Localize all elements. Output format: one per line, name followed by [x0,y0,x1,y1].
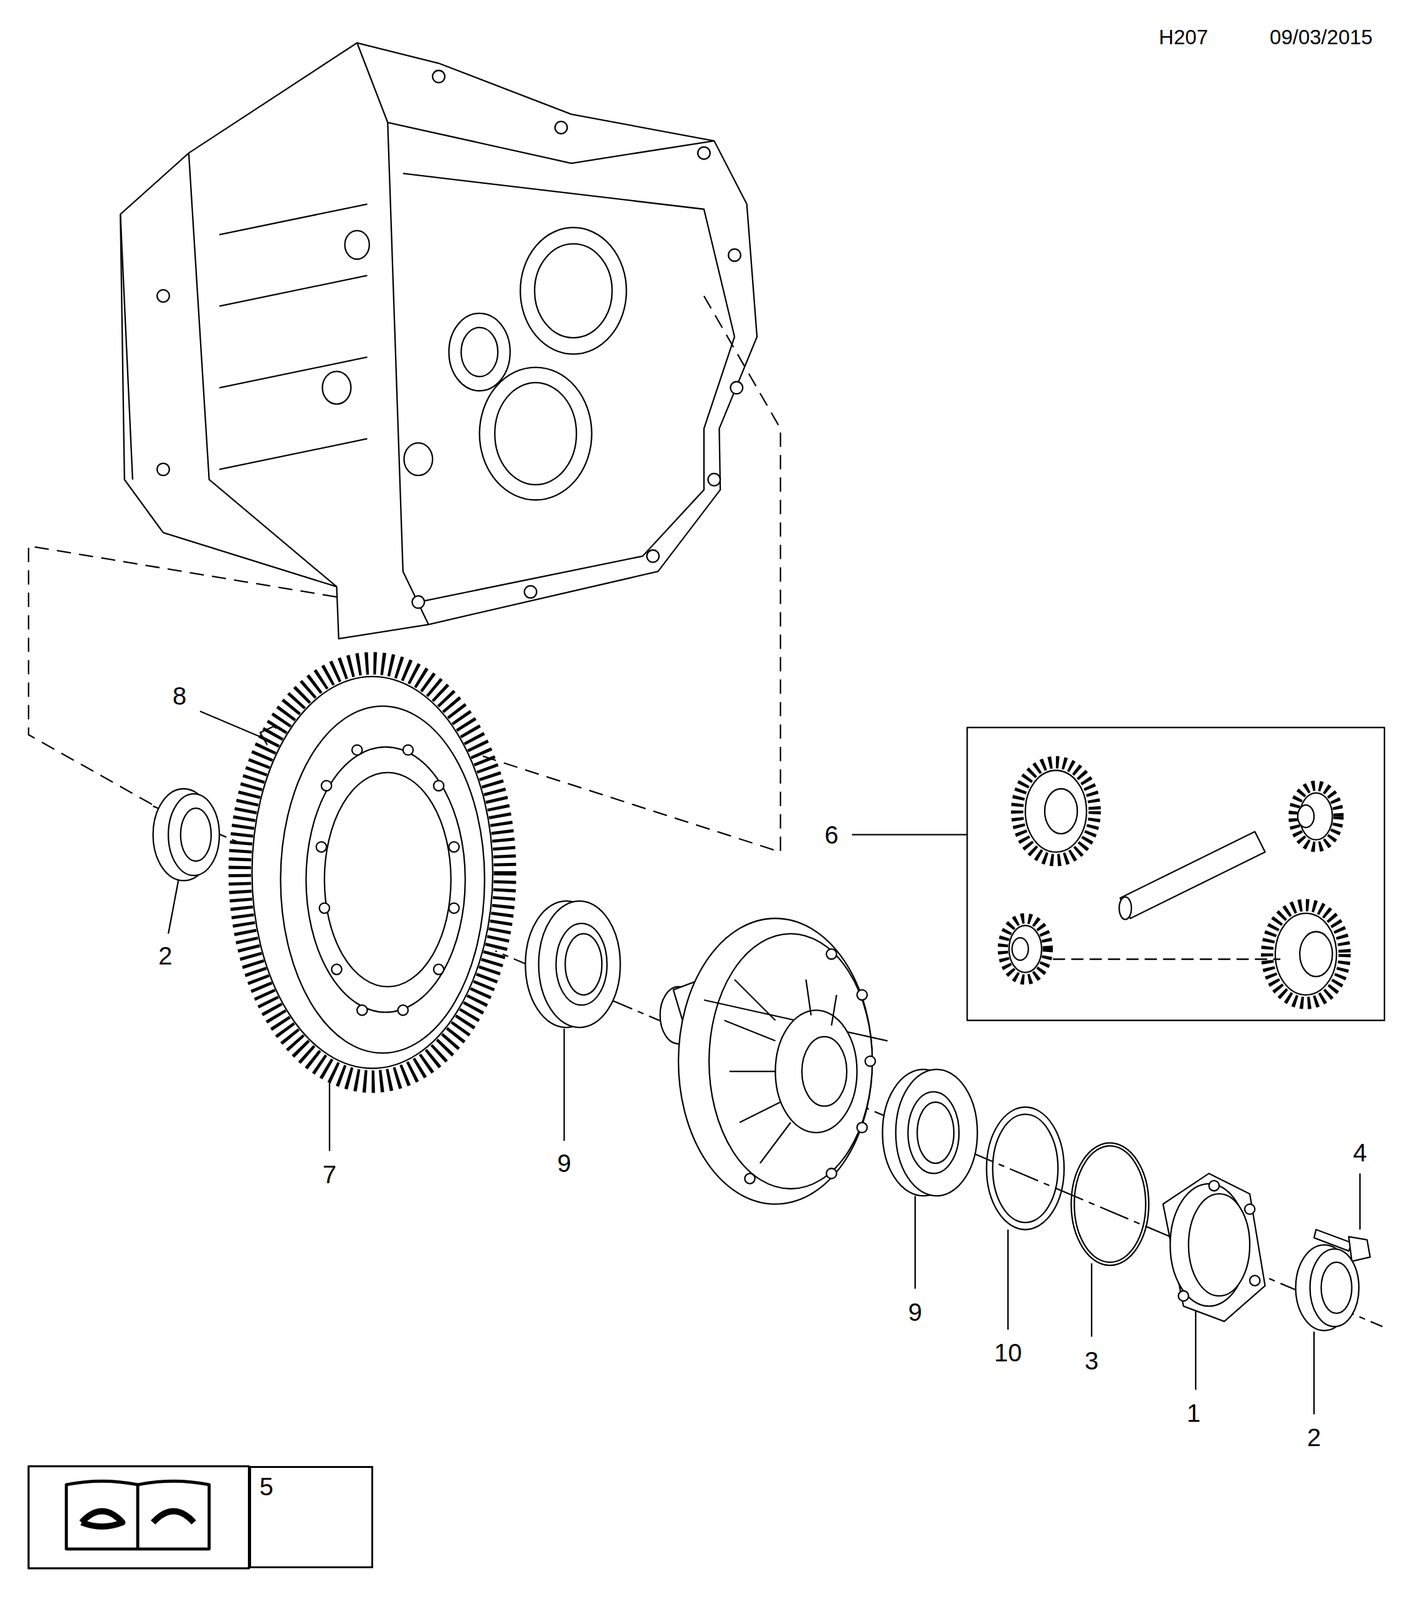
bearing-flange [1163,1173,1266,1321]
callout-number: 5 [251,1467,372,1501]
callout-number: 9 [908,1298,923,1326]
differential-gear-inset [966,727,1385,1021]
callout-number: 6 [824,821,838,849]
ring-gear [239,663,506,1082]
callout-number: 9 [556,1149,571,1177]
header-text: 09/03/2015 [1269,26,1373,49]
callout-number: 8 [172,682,187,710]
callout-number: 2 [1307,1423,1321,1452]
transmission-housing [120,42,757,639]
info-box: 5 [249,1465,374,1569]
oil-seal [1295,1244,1360,1331]
header-text: H207 [1158,26,1209,49]
callout-number: 4 [1353,1138,1367,1167]
oil-seal [153,788,220,881]
differential-case [659,918,888,1205]
o-ring [1070,1142,1149,1266]
bearing [525,900,620,1028]
manual-icon [28,1465,250,1569]
callout-number: 1 [1186,1399,1201,1427]
shim-ring [986,1107,1065,1230]
bearing [882,1069,977,1196]
callout-number: 10 [994,1338,1023,1367]
callout-number: 2 [158,942,172,970]
callout-number: 7 [322,1160,337,1189]
callout-number: 3 [1084,1346,1099,1375]
